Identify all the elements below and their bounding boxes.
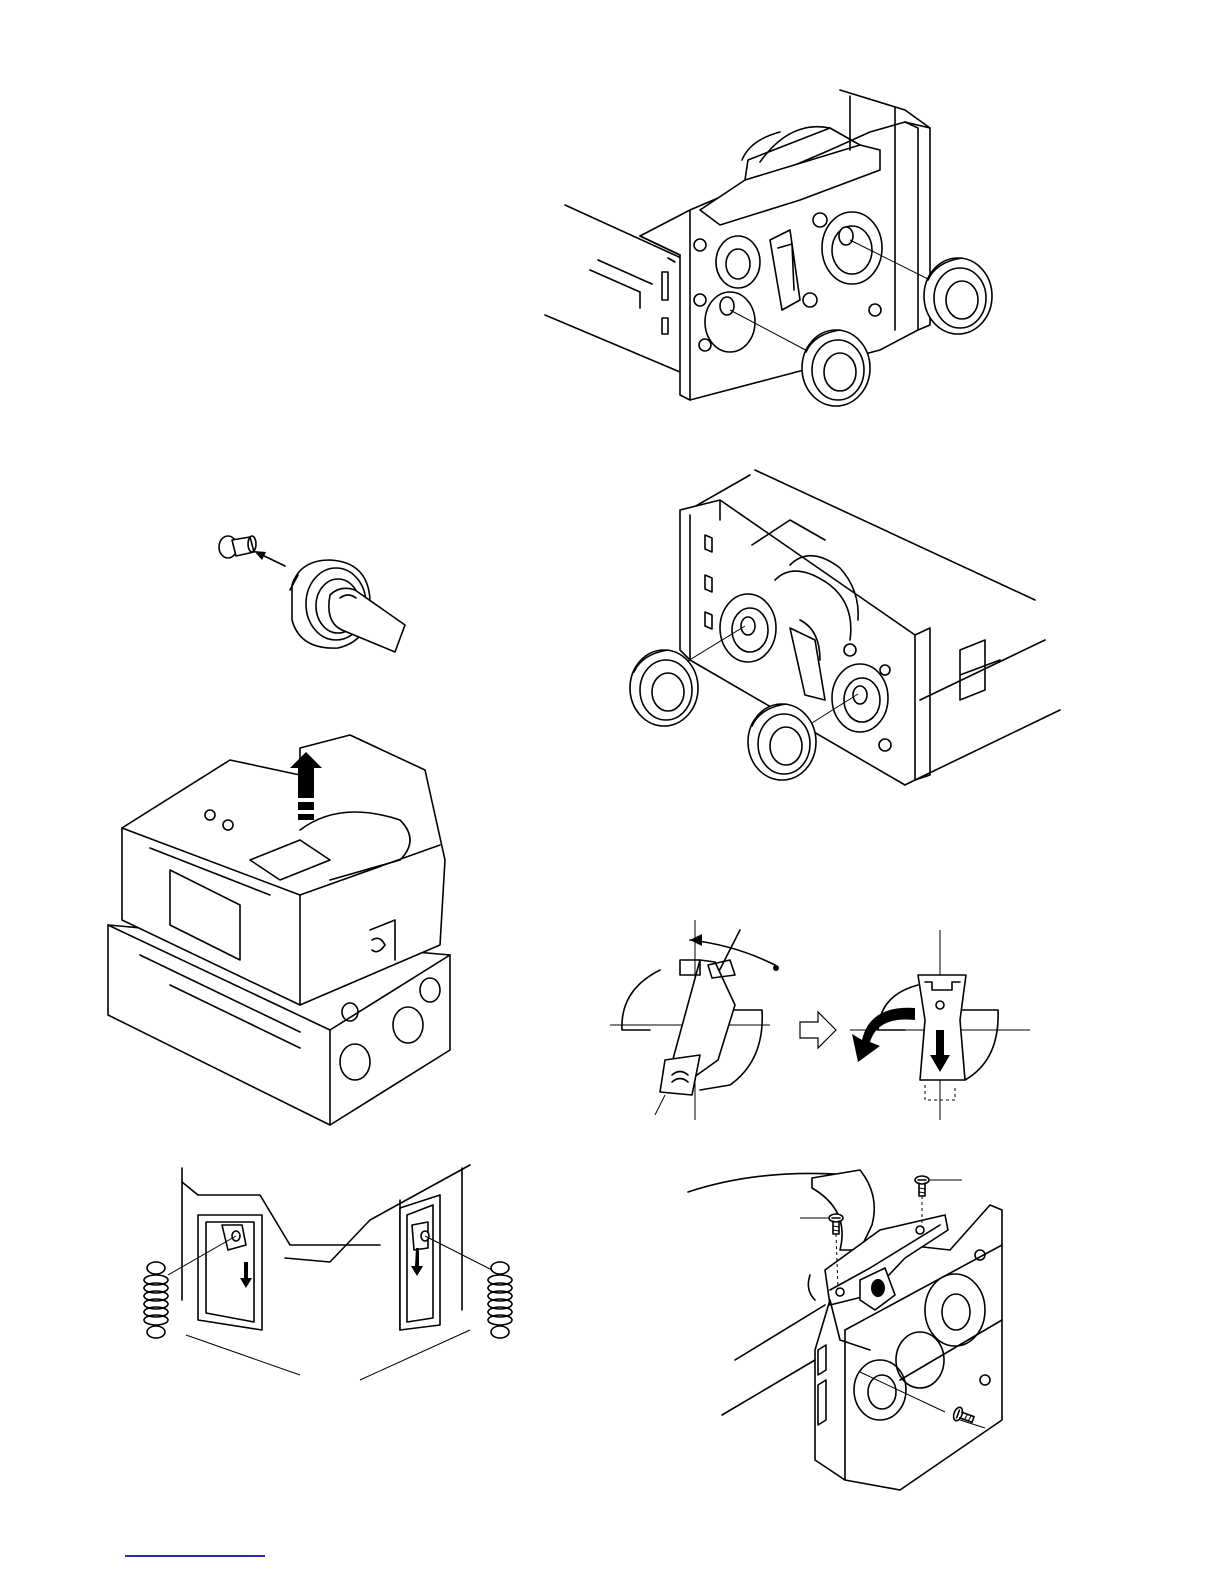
footer-rule (125, 1555, 265, 1557)
figure-reel-lock-rotation (610, 920, 1030, 1120)
figure-head-bracket-screws (688, 1170, 1002, 1490)
figure-upper-chassis-lift (108, 735, 450, 1125)
figure-reel-cap-removal-front (545, 90, 992, 406)
figure-reel-cap-finger-press (219, 536, 405, 652)
figure-tension-springs (144, 1165, 512, 1380)
figure-reel-cap-removal-rear (630, 470, 1060, 785)
